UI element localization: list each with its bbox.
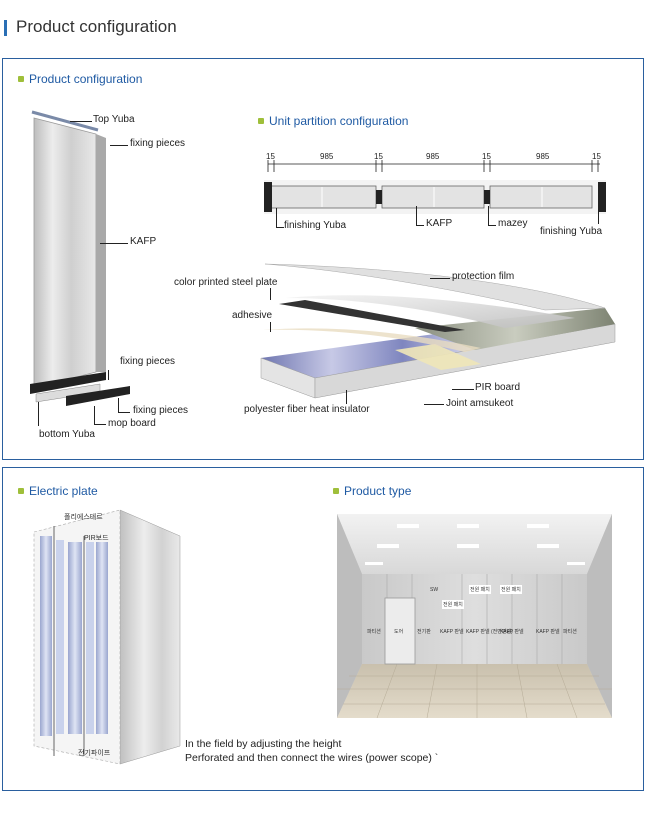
electric-plate-heading: Electric plate xyxy=(18,484,98,498)
label-finishing-yuba-right: finishing Yuba xyxy=(540,226,603,237)
product-type-heading: Product type xyxy=(333,484,411,498)
tall-panel-illustration xyxy=(30,110,150,430)
bullet-icon xyxy=(258,118,264,124)
label-kafp: KAFP xyxy=(130,236,157,247)
product-type-room-image xyxy=(337,514,612,719)
room-label-3: 전기판 xyxy=(417,629,431,635)
room-label-7: KAFP 판넬 xyxy=(536,629,560,635)
bullet-icon xyxy=(18,488,24,494)
dim-15-a: 15 xyxy=(266,152,275,161)
label-pir-board: PIR board xyxy=(475,382,521,393)
label-finishing-yuba-left: finishing Yuba xyxy=(284,220,347,231)
label-polyester-kr: 폴리에스테르 xyxy=(64,514,103,521)
electric-caption-line1: In the field by adjusting the height xyxy=(185,738,342,750)
room-sign-3: 전원 패치 xyxy=(500,585,522,594)
partition-plan-diagram xyxy=(260,160,610,220)
label-fixing-pieces-top: fixing pieces xyxy=(130,138,186,149)
title-accent-bar xyxy=(4,20,7,36)
electric-caption-line2: Perforated and then connect the wires (p… xyxy=(185,752,439,764)
label-mazey: mazey xyxy=(498,218,528,229)
label-kafp-partition: KAFP xyxy=(426,218,453,229)
label-fixing-pieces-mid: fixing pieces xyxy=(120,356,176,367)
dim-985-b: 985 xyxy=(426,152,440,161)
dim-15-d: 15 xyxy=(592,152,601,161)
product-configuration-heading: Product configuration xyxy=(18,72,142,86)
dim-985-a: 985 xyxy=(320,152,334,161)
dim-15-c: 15 xyxy=(482,152,491,161)
room-sign-1: 전원 패치 xyxy=(442,600,464,609)
dim-985-c: 985 xyxy=(536,152,550,161)
room-sign-2: 전원 패치 xyxy=(469,585,491,594)
label-adhesive: adhesive xyxy=(232,310,273,321)
bullet-icon xyxy=(18,76,24,82)
unit-partition-heading: Unit partition configuration xyxy=(258,114,408,128)
electric-plate-illustration xyxy=(30,506,190,768)
room-label-8: 파티션 xyxy=(563,629,577,635)
label-fixing-pieces-bottom: fixing pieces xyxy=(133,405,189,416)
layers-illustration xyxy=(245,258,625,418)
electric-plate-svg xyxy=(33,509,181,765)
label-mop-board: mop board xyxy=(108,418,156,429)
room-label-6: KAFP 판넬 xyxy=(500,629,524,635)
layers-svg xyxy=(260,263,616,399)
room-svg xyxy=(337,514,612,719)
bullet-icon xyxy=(333,488,339,494)
room-label-2: 도어 xyxy=(394,629,404,635)
room-sign-small: SW xyxy=(430,587,439,593)
dim-15-b: 15 xyxy=(374,152,383,161)
label-joint-amsukeot: Joint amsukeot xyxy=(446,398,514,409)
page-title: Product configuration xyxy=(16,17,177,36)
room-label-1: 파티션 xyxy=(367,629,381,635)
room-label-5: KAFP 판넬 (전면판넬) xyxy=(466,629,513,635)
unit-partition-title: Unit partition configuration xyxy=(269,114,409,128)
label-pir-kr: PIR보드 xyxy=(84,535,109,542)
label-bottom-yuba: bottom Yuba xyxy=(39,429,95,440)
product-configuration-title: Product configuration xyxy=(29,72,143,86)
label-protection-film: protection film xyxy=(452,271,515,282)
label-pipe-kr: 전기파이프 xyxy=(78,750,111,757)
label-color-printed-steel-plate: color printed steel plate xyxy=(174,277,278,288)
partition-plan-svg xyxy=(264,160,606,214)
label-polyester-insulator: polyester fiber heat insulator xyxy=(244,404,370,415)
label-top-yuba: Top Yuba xyxy=(93,114,135,125)
electric-plate-title: Electric plate xyxy=(29,484,98,498)
room-label-4: KAFP 판넬 xyxy=(440,629,464,635)
tall-panel-svg xyxy=(30,110,130,406)
product-type-title: Product type xyxy=(344,484,412,498)
page-header: Product configuration xyxy=(0,12,645,42)
